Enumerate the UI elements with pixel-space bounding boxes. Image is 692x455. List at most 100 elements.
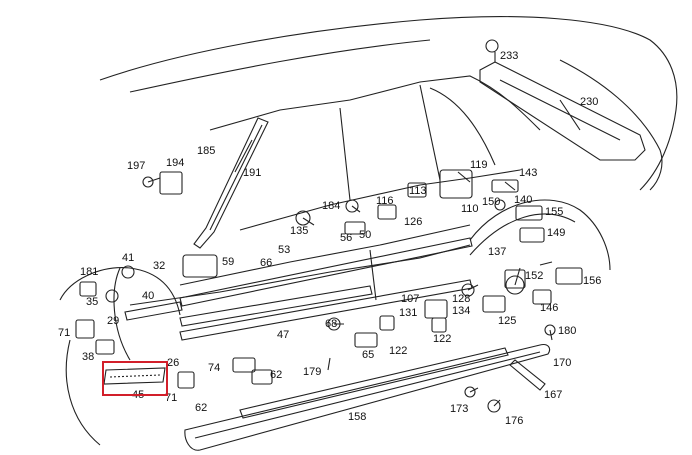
callout-26: 26	[167, 357, 180, 369]
callout-167: 167	[544, 389, 563, 401]
part-137	[505, 275, 525, 295]
front-wheel-arch	[65, 339, 101, 446]
callout-122-left: 122	[433, 333, 452, 345]
callout-71-lower: 71	[165, 392, 178, 404]
callout-125: 125	[498, 315, 517, 327]
door-seam	[369, 249, 377, 301]
callout-66: 66	[260, 257, 273, 269]
clip-156	[555, 267, 583, 285]
callout-158: 158	[348, 411, 367, 423]
callout-194: 194	[166, 157, 185, 169]
callout-35: 35	[86, 296, 99, 308]
callout-29: 29	[107, 315, 120, 327]
clip-131	[379, 315, 395, 331]
callout-113: 113	[409, 185, 427, 197]
roof-outline	[99, 16, 678, 191]
c-pillar	[419, 84, 441, 181]
callout-146: 146	[540, 302, 559, 314]
clip-134	[424, 299, 448, 319]
rear-pillar-outline	[559, 59, 663, 191]
callout-176: 176	[505, 415, 524, 427]
screw-233	[485, 39, 499, 53]
callout-230: 230	[580, 96, 599, 108]
clip-116	[377, 204, 397, 220]
rear-window	[429, 87, 496, 166]
clip-62	[251, 369, 273, 385]
callout-40: 40	[142, 290, 155, 302]
callout-53: 53	[278, 244, 291, 256]
callout-56: 56	[340, 232, 353, 244]
roof-spoiler	[479, 61, 646, 161]
callout-47: 47	[277, 329, 290, 341]
clip-173	[464, 386, 476, 398]
callout-134: 134	[452, 305, 471, 317]
rear-wheel-arch-inner	[469, 213, 576, 256]
callout-135: 135	[290, 225, 309, 237]
clip-74	[232, 357, 256, 373]
bracket-59	[182, 254, 218, 278]
clip-38	[95, 339, 115, 355]
callout-143: 143	[519, 167, 538, 179]
clip-181	[79, 281, 97, 297]
callout-152: 152	[525, 270, 544, 282]
b-pillar	[339, 107, 351, 201]
callout-126: 126	[404, 216, 423, 228]
clip-71	[177, 371, 195, 389]
rocker-end-cap	[509, 359, 546, 391]
callout-65: 65	[362, 349, 375, 361]
callout-155: 155	[545, 206, 564, 218]
callout-32: 32	[153, 260, 166, 272]
trim-143	[491, 179, 519, 193]
body-side-line	[179, 224, 471, 286]
callout-156: 156	[583, 275, 602, 287]
highlight-box-part-45	[102, 361, 168, 396]
callout-41: 41	[122, 252, 135, 264]
callout-191: 191	[243, 167, 262, 179]
callout-184: 184	[322, 200, 341, 212]
screw-176	[487, 399, 501, 413]
front-fender	[59, 267, 181, 316]
callout-50: 50	[359, 229, 372, 241]
clip-41	[121, 265, 135, 279]
roof-spoiler-detail	[499, 79, 621, 141]
window-line-lower	[239, 169, 521, 231]
callout-137: 137	[488, 246, 507, 258]
clip-146	[532, 289, 552, 305]
callout-185: 185	[197, 145, 216, 157]
clip-149	[519, 227, 545, 243]
callout-38: 38	[82, 351, 95, 363]
door-moulding-upper	[179, 237, 473, 307]
clip-113	[407, 182, 427, 198]
callout-110: 110	[461, 203, 479, 215]
callout-59: 59	[222, 256, 235, 268]
clip-56	[344, 221, 366, 235]
door-moulding-mid	[179, 285, 373, 327]
callout-62-lower: 62	[195, 402, 208, 414]
callout-181: 181	[80, 266, 99, 278]
callout-107: 107	[401, 293, 420, 305]
clip-122	[431, 317, 447, 333]
clip-71-top	[75, 319, 95, 339]
front-fender-edge	[113, 267, 131, 361]
callout-116: 116	[376, 195, 394, 207]
leader-lines	[147, 52, 553, 407]
clip-155	[515, 205, 543, 221]
clip-65	[354, 332, 378, 348]
a-pillar-trim	[193, 117, 269, 249]
a-pillar-trim-inner	[209, 124, 263, 231]
clip-119	[439, 169, 473, 199]
callout-173: 173	[450, 403, 469, 415]
callout-170: 170	[553, 357, 572, 369]
clip-125	[482, 295, 506, 313]
callout-180: 180	[558, 325, 577, 337]
door-moulding-front	[124, 301, 183, 321]
callout-128: 128	[452, 293, 471, 305]
callout-149: 149	[547, 227, 566, 239]
clip-194	[159, 171, 183, 195]
callout-197: 197	[127, 160, 146, 172]
rocker-panel-line	[194, 351, 541, 439]
callout-150: 150	[482, 196, 501, 208]
clip-135	[295, 210, 311, 226]
callout-233: 233	[500, 50, 519, 62]
